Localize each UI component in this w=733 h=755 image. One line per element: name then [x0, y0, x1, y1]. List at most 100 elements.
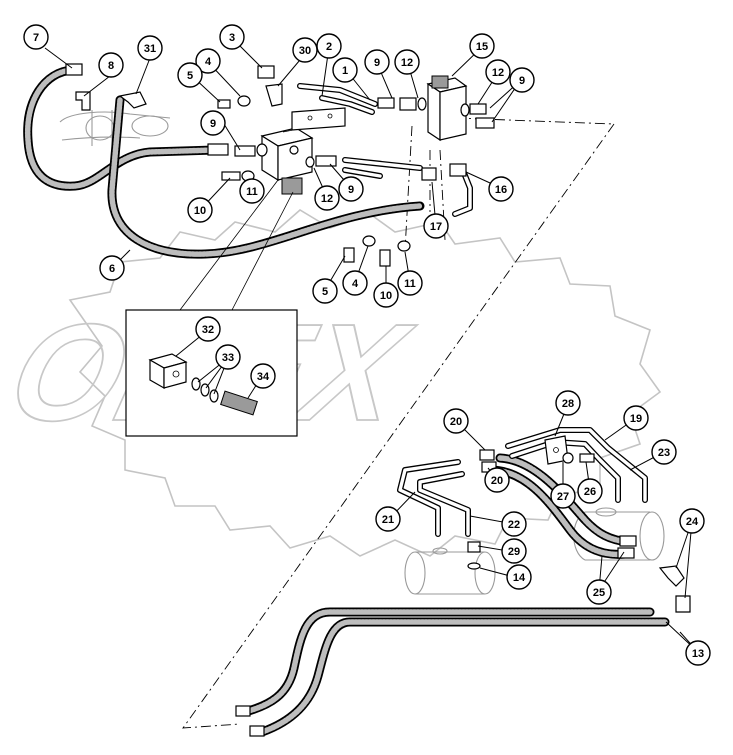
callout-label: 12 [492, 67, 504, 79]
callout-circle [550, 483, 576, 509]
callout-c9c: 9 [200, 110, 226, 136]
callout-circle [685, 640, 711, 666]
callout-label: 19 [630, 413, 642, 425]
callout-c10a: 10 [187, 197, 213, 223]
callout-label: 7 [33, 32, 39, 44]
hose-6 [23, 63, 425, 259]
pipe-1-2 [297, 83, 378, 115]
callout-label: 14 [513, 572, 526, 584]
callout-circle [219, 24, 245, 50]
callout-label: 29 [508, 546, 520, 558]
callout-c23: 23 [651, 439, 677, 465]
callout-c12b: 12 [485, 59, 511, 85]
callout-circle [679, 508, 705, 534]
callout-c15: 15 [469, 33, 495, 59]
callout-circle [342, 270, 368, 296]
callout-c12c: 12 [314, 185, 340, 211]
callout-c16: 16 [488, 176, 514, 202]
callout-c20b: 20 [484, 467, 510, 493]
callout-c9b: 9 [509, 67, 535, 93]
callout-label: 12 [401, 57, 413, 69]
callout-circle [99, 255, 125, 281]
hose-13 [235, 607, 670, 737]
callout-label: 28 [562, 398, 574, 410]
callout-circle [364, 49, 390, 75]
callout-c32: 32 [195, 316, 221, 342]
callout-label: 34 [257, 371, 270, 383]
callout-c9d: 9 [338, 176, 364, 202]
callout-label: 13 [692, 648, 704, 660]
callout-c25: 25 [586, 579, 612, 605]
callout-circle [187, 197, 213, 223]
callout-label: 23 [658, 447, 670, 459]
callout-c17: 17 [423, 213, 449, 239]
callout-circle [195, 48, 221, 74]
callout-label: 27 [557, 491, 569, 503]
callout-label: 21 [382, 514, 394, 526]
callout-label: 10 [194, 205, 206, 217]
callout-label: 11 [246, 186, 258, 198]
callout-circle [177, 62, 203, 88]
callout-c2: 2 [316, 33, 342, 59]
callout-circle [332, 57, 358, 83]
callout-label: 20 [450, 416, 462, 428]
fittings [75, 65, 691, 613]
callout-circle [137, 35, 163, 61]
callout-circle [485, 59, 511, 85]
callout-c26: 26 [577, 478, 603, 504]
callout-c24: 24 [679, 508, 705, 534]
callout-c13: 13 [685, 640, 711, 666]
callout-circle [623, 405, 649, 431]
callout-label: 30 [299, 45, 311, 57]
callout-circle [484, 467, 510, 493]
callout-c11a: 11 [239, 178, 265, 204]
callout-circle [250, 363, 276, 389]
pipes-21-22 [397, 459, 471, 537]
pipe-mid [342, 157, 423, 179]
callout-label: 9 [210, 118, 216, 130]
callout-circle [338, 176, 364, 202]
callout-label: 33 [222, 352, 234, 364]
callout-label: 25 [593, 587, 605, 599]
callout-label: 10 [380, 290, 392, 302]
callout-circle [98, 52, 124, 78]
callout-label: 5 [187, 70, 193, 82]
callout-label: 32 [202, 324, 214, 336]
callout-label: 8 [108, 60, 114, 72]
ghost-frame-left [59, 110, 171, 146]
callout-c34: 34 [250, 363, 276, 389]
callout-c20a: 20 [443, 408, 469, 434]
callout-label: 26 [584, 486, 596, 498]
callout-label: 9 [374, 57, 380, 69]
callout-label: 31 [144, 43, 156, 55]
valve-block-15 [426, 75, 468, 142]
callout-c27: 27 [550, 483, 576, 509]
callout-c7: 7 [23, 24, 49, 50]
callout-circle [577, 478, 603, 504]
callout-c31: 31 [137, 35, 163, 61]
callout-circle [23, 24, 49, 50]
callout-c14: 14 [506, 564, 532, 590]
ghost-cylinder-left [404, 547, 496, 595]
callout-label: 24 [686, 516, 699, 528]
callout-c4a: 4 [195, 48, 221, 74]
valve-block-left [260, 127, 314, 195]
callout-circle [195, 316, 221, 342]
callout-label: 5 [322, 286, 328, 298]
callout-circle [506, 564, 532, 590]
callout-label: 16 [495, 184, 507, 196]
callout-c19: 19 [623, 405, 649, 431]
callout-c33: 33 [215, 344, 241, 370]
callout-circle [501, 511, 527, 537]
callout-circle [314, 185, 340, 211]
callout-circle [586, 579, 612, 605]
callout-label: 6 [109, 263, 115, 275]
callout-label: 2 [326, 41, 332, 53]
callout-c5b: 5 [312, 278, 338, 304]
callout-circle [239, 178, 265, 204]
hose-25 [485, 453, 637, 559]
callout-c4b: 4 [342, 270, 368, 296]
